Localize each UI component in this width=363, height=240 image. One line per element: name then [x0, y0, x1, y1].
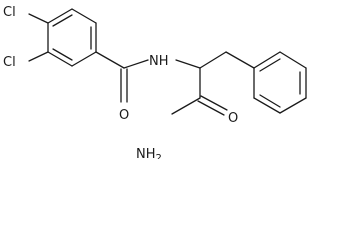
chlorine-atom-label: Cl: [3, 5, 16, 20]
beta-ring-bond: [225, 51, 255, 69]
nh-atom-label: NH: [149, 54, 169, 69]
chlorine-atom-label: Cl: [3, 55, 16, 70]
ring-bond: [279, 97, 307, 114]
phenyl-ring: [253, 51, 307, 114]
ring-bond: [279, 51, 307, 69]
terminal-carbonyl-double-bond: [200, 95, 228, 111]
dichlorophenyl-ring: [47, 8, 97, 67]
ring-bond: [253, 97, 281, 114]
ring-bond: [47, 51, 73, 67]
ring-double-bond: [259, 94, 281, 108]
ring-bond: [253, 51, 281, 69]
ring-double-bond: [52, 48, 73, 61]
ring-carbonyl-bond: [95, 51, 125, 69]
nh2-atom-label: NH2: [136, 147, 162, 159]
c-cl-bond: [28, 13, 49, 24]
oxygen-atom-label: O: [119, 108, 129, 123]
ring-bond: [47, 8, 73, 24]
ring-double-bond: [52, 14, 73, 27]
chemical-structure: Cl Cl O NH NH2 O: [3, 5, 307, 159]
ring-bond: [71, 51, 97, 67]
amide-c-nh2-bond: [171, 97, 201, 115]
ring-bond: [71, 8, 97, 24]
terminal-oxygen-atom-label: O: [228, 111, 238, 126]
terminal-carbonyl-double-bond: [197, 100, 225, 116]
amide-c-n-bond: [123, 59, 149, 69]
alpha-beta-bond: [199, 51, 227, 69]
n-alpha-carbon-bond: [175, 59, 201, 69]
ring-double-bond: [259, 58, 281, 72]
c-cl-bond: [28, 51, 49, 62]
